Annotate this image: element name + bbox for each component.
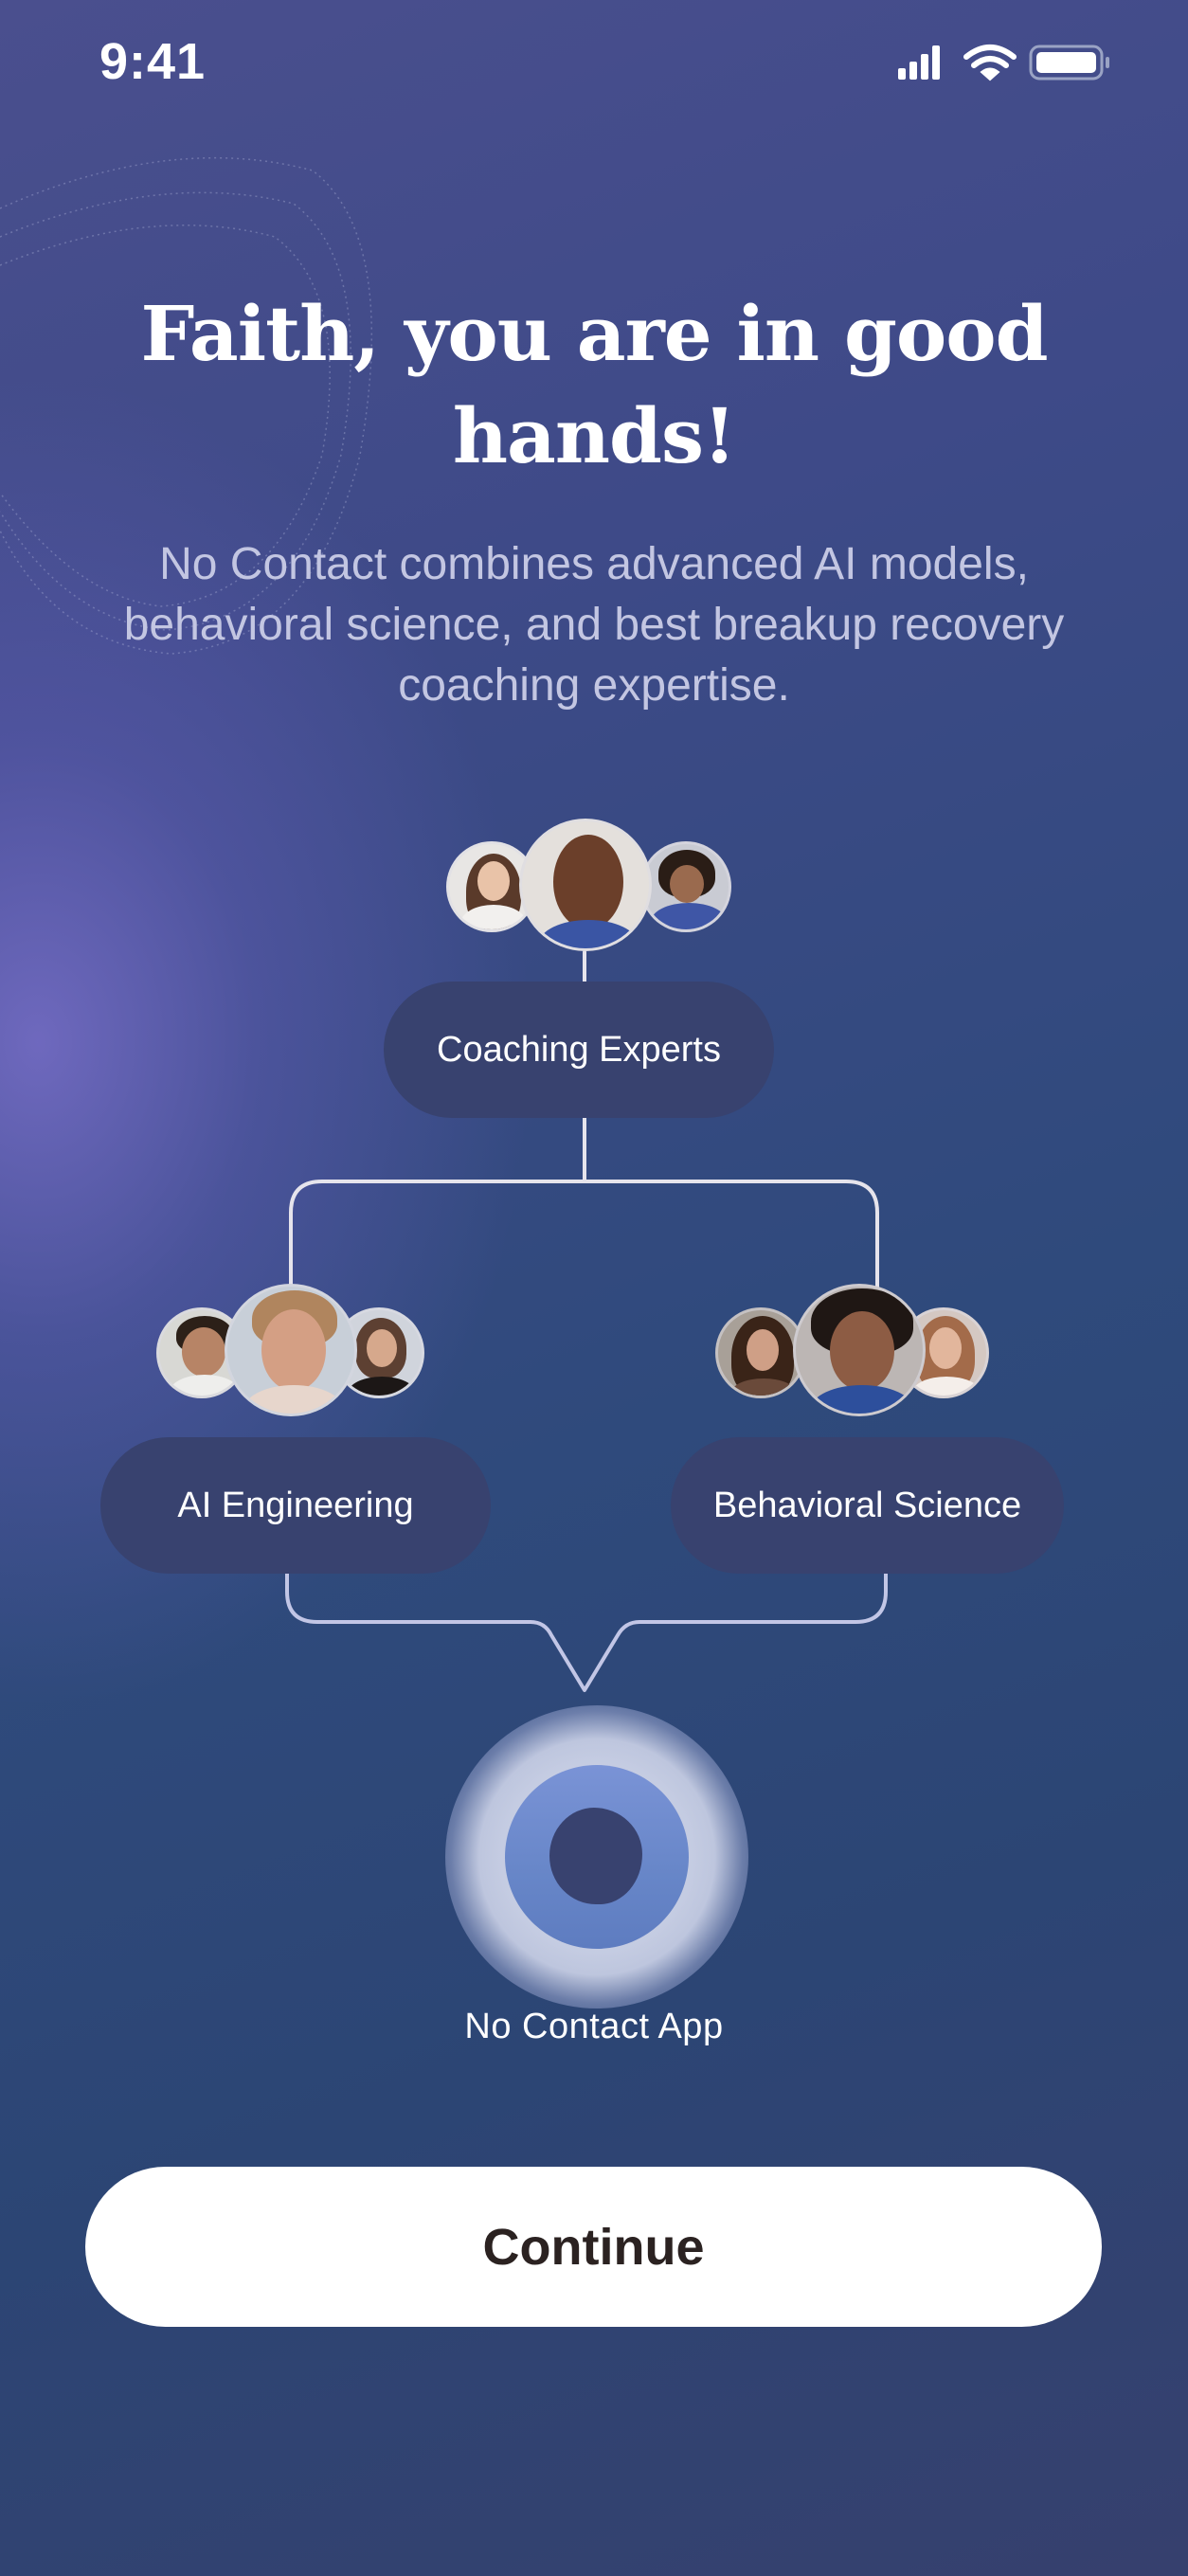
- app-label: No Contact App: [464, 2007, 724, 2046]
- avatar: [793, 1284, 926, 1416]
- page-title: Faith, you are in good hands!: [140, 289, 1048, 480]
- wifi-icon: [963, 45, 1017, 81]
- app-logo-icon: [549, 1808, 642, 1904]
- ai-engineering-node: AI Engineering: [100, 1437, 491, 1574]
- status-icons: [898, 45, 1109, 81]
- cellular-signal-icon: [898, 45, 940, 80]
- avatar: [640, 841, 731, 932]
- behavioral-science-node: Behavioral Science: [671, 1437, 1064, 1574]
- node-label: AI Engineering: [177, 1485, 414, 1525]
- continue-button[interactable]: Continue: [85, 2167, 1102, 2327]
- node-label: Coaching Experts: [437, 1029, 721, 1070]
- decorative-swirl: [0, 156, 373, 655]
- status-time: 9:41: [99, 33, 207, 90]
- page-subtitle: No Contact combines advanced AI models, …: [123, 539, 1065, 711]
- node-label: Behavioral Science: [712, 1485, 1022, 1525]
- avatar: [225, 1284, 357, 1416]
- coaching-experts-node: Coaching Experts: [384, 982, 774, 1118]
- battery-icon: [1029, 45, 1109, 81]
- avatar: [519, 819, 652, 951]
